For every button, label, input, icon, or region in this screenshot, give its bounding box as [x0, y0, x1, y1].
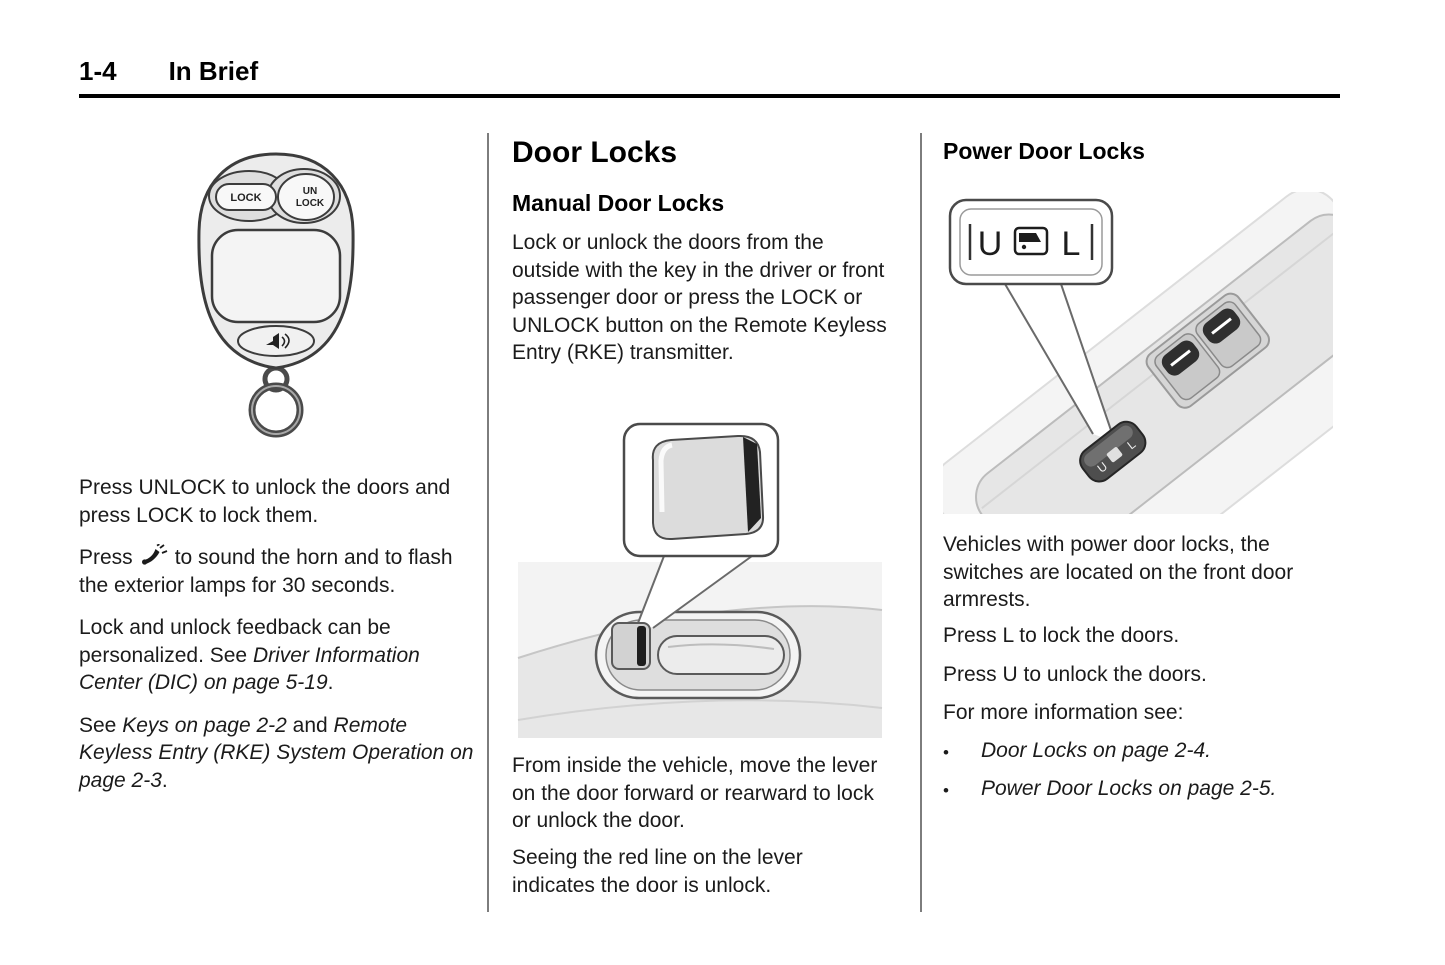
paragraph-power-locks: Vehicles with power door locks, the swit…: [943, 533, 1294, 611]
paragraph-press-l: Press L to lock the doors.: [943, 624, 1180, 647]
section-title: In Brief: [168, 56, 259, 86]
paragraph-feedback: Lock and unlock feedback can be personal…: [79, 614, 479, 697]
cross-reference: Driver Information Center (DIC) on page …: [79, 643, 420, 695]
callout-pointer: [638, 556, 752, 628]
cross-reference: Power Door Locks on page 2-5.: [981, 777, 1277, 800]
bullet-marker: •: [943, 781, 949, 800]
callout-line: [1004, 283, 1094, 435]
horn-icon: [141, 544, 168, 565]
cross-reference: Remote Keyless Entry (RKE) System Operat…: [79, 713, 474, 792]
fob-unlock-button: [277, 173, 335, 221]
column-divider: [920, 133, 922, 912]
subheading-manual-door-locks: Manual Door Locks: [512, 190, 725, 216]
fob-unlock-label-line1: UN: [303, 186, 317, 197]
paragraph-manual-locks: Lock or unlock the doors from the outsid…: [512, 231, 887, 364]
paragraph-unlock-lock: Press UNLOCK to unlock the doors and pre…: [79, 474, 479, 529]
door-handle-lever: [657, 635, 785, 675]
paragraph-text: to sound the horn and to flash the exter…: [79, 546, 453, 597]
lock-knob-indicator-line: [637, 626, 646, 666]
horn-icon: [266, 333, 290, 349]
paragraph-text: See: [79, 713, 123, 737]
page-number: 1-4: [79, 56, 117, 86]
knob-indicator-line-enlarged: [743, 437, 761, 532]
paragraph-text: Press: [79, 546, 133, 569]
subheading-power-door-locks: Power Door Locks: [943, 138, 1145, 164]
callout-line: [1060, 283, 1116, 443]
paragraph-red-line: Seeing the red line on the lever indicat…: [512, 846, 803, 897]
paragraph-more-info: For more information see:: [943, 701, 1184, 724]
panel-crease: [517, 699, 883, 721]
paragraph-text: and: [286, 713, 334, 737]
switch-callout-lock-label: L: [1062, 225, 1081, 263]
callout-line: [637, 555, 665, 624]
manual-door-lock-illustration: [517, 422, 883, 738]
cross-reference: Keys on page 2-2: [122, 713, 287, 737]
door-lock-icon: [1013, 226, 1049, 256]
switch-callout-unlock-label: U: [978, 225, 1003, 263]
paragraph-see-keys: See Keys on page 2-2 and Remote Keyless …: [79, 712, 479, 795]
power-lock-switch: U L: [1079, 420, 1147, 483]
paragraph-inside-vehicle: From inside the vehicle, move the lever …: [512, 754, 878, 832]
cross-reference: Door Locks on page 2-4.: [981, 739, 1211, 762]
lever-highlight: [667, 643, 775, 650]
fob-lock-label: LOCK: [230, 192, 261, 204]
fob-lock-button: [215, 183, 277, 211]
callout-pointer: [1005, 284, 1115, 442]
power-door-lock-illustration: U L U L: [943, 192, 1333, 514]
section-heading-door-locks: Door Locks: [512, 136, 678, 169]
page-header: 1-4 In Brief: [79, 56, 258, 87]
paragraph-text: .: [327, 671, 334, 694]
paragraph-text: .: [161, 768, 168, 792]
door-panel-highlight: [518, 562, 882, 658]
door-lock-icon: [1106, 447, 1123, 463]
list-item: • Power Door Locks on page 2-5.: [943, 775, 1335, 805]
paragraph-text: Lock and unlock feedback can be personal…: [79, 616, 391, 667]
fob-center-pad: [210, 228, 342, 324]
paragraph-text: Press UNLOCK to unlock the doors and pre…: [79, 476, 451, 527]
left-column: Press UNLOCK to unlock the doors and pre…: [79, 474, 479, 809]
key-ring-highlight: [251, 385, 301, 435]
lock-knob-enlarged: [651, 434, 765, 541]
rke-transmitter-illustration: LOCK UN LOCK: [197, 152, 355, 438]
list-item: • Door Locks on page 2-4.: [943, 737, 1335, 767]
callout-line: [652, 555, 753, 629]
armrest-panel: [943, 192, 1333, 514]
column-divider: [487, 133, 489, 912]
window-switches: [1145, 292, 1270, 409]
bullet-marker: •: [943, 743, 949, 762]
fob-unlock-label-line2: LOCK: [296, 198, 325, 209]
header-rule: [79, 94, 1340, 98]
paragraph-press-u: Press U to unlock the doors.: [943, 663, 1207, 686]
knob-highlight: [658, 442, 673, 513]
